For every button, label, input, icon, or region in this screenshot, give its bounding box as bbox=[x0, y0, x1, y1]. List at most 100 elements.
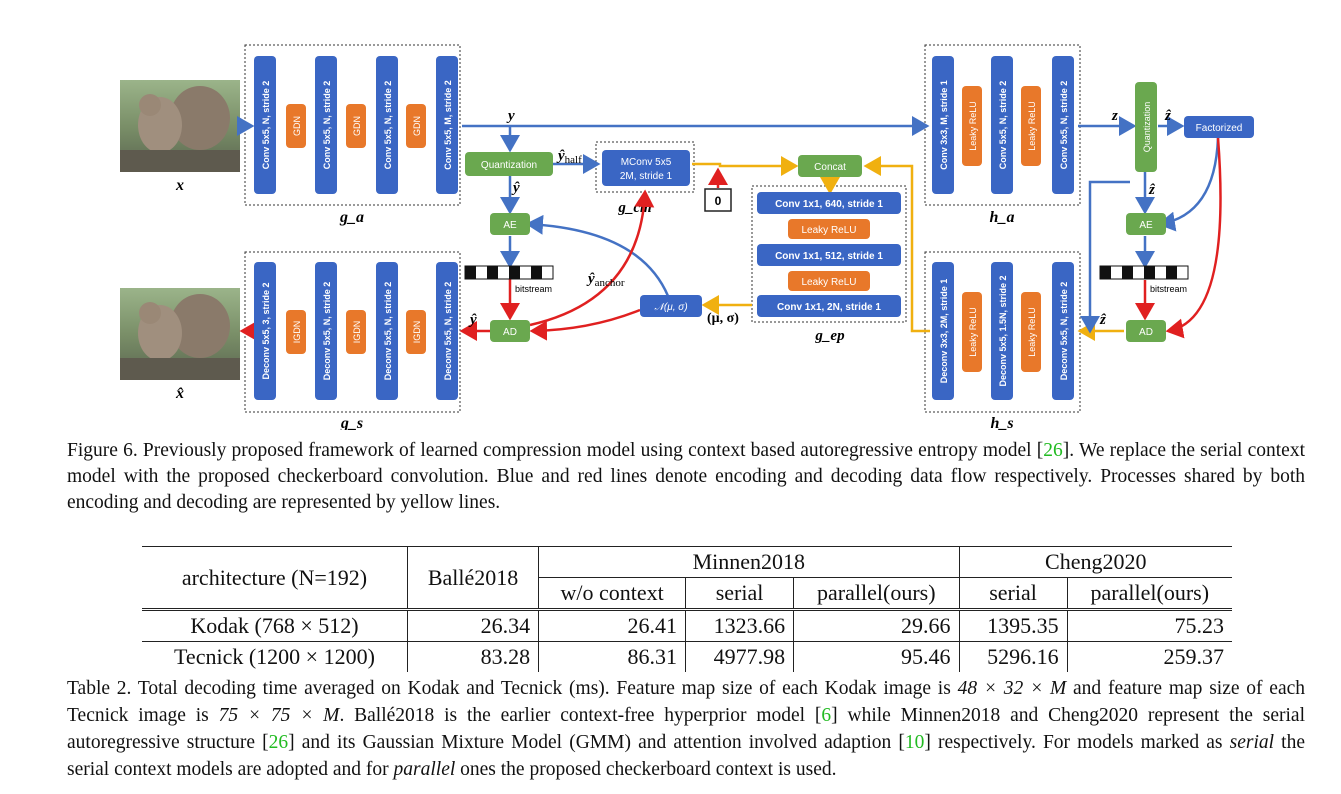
ad-label: AD bbox=[503, 327, 517, 338]
cell: 75.23 bbox=[1174, 613, 1225, 638]
hs-deconv-2-label: Deconv 5x5, 1.5N, stride 2 bbox=[998, 275, 1008, 386]
ga-conv-2-label: Conv 5x5, N, stride 2 bbox=[322, 81, 332, 170]
gep-conv-3-label: Conv 1x1, 2N, stride 1 bbox=[777, 302, 881, 313]
th-sub-4: parallel(ours) bbox=[1090, 580, 1210, 605]
gep-conv-2 bbox=[757, 244, 901, 266]
ga-conv-3 bbox=[376, 56, 398, 194]
th-balle: Ballé2018 bbox=[407, 546, 540, 610]
label-zhat-3: ẑ bbox=[1099, 312, 1107, 328]
gep-lrelu-2-label: Leaky ReLU bbox=[801, 277, 856, 288]
gs-igdn-2-label: IGDN bbox=[352, 321, 362, 344]
bitstream-bar-2 bbox=[1099, 265, 1189, 280]
th-sub-2: parallel(ours) bbox=[793, 577, 960, 610]
hs-lrelu-2 bbox=[1021, 292, 1041, 372]
gep-conv-1-label: Conv 1x1, 640, stride 1 bbox=[775, 199, 883, 210]
concat-label: Concat bbox=[814, 162, 846, 173]
gep-conv-3 bbox=[757, 295, 901, 317]
label-gep: g_ep bbox=[814, 328, 845, 344]
tcap-math-1: 48 × 32 × M bbox=[957, 678, 1067, 699]
ha-conv-3-label: Conv 5x5, N, stride 2 bbox=[1059, 81, 1069, 170]
yanchor-sub: anchor bbox=[595, 277, 625, 289]
tcap-ref-3[interactable]: 10 bbox=[904, 732, 925, 753]
gs-deconv-3-label: Deconv 5x5, N, stride 2 bbox=[383, 282, 393, 381]
hs-lrelu-1-label: Leaky ReLU bbox=[968, 307, 978, 357]
tcap-ref-2[interactable]: 26 bbox=[268, 732, 289, 753]
th-cheng: Cheng2020 bbox=[959, 546, 1232, 578]
tcap-serial: serial bbox=[1229, 732, 1275, 753]
cell: 83.28 bbox=[407, 641, 540, 672]
tcap-p3: . Ballé2018 is the earlier context-free … bbox=[339, 705, 822, 726]
bitstream-bar bbox=[464, 265, 554, 280]
yhalf-sub: half bbox=[565, 154, 582, 166]
ad2-block bbox=[1126, 320, 1166, 342]
cell: 1395.35 bbox=[959, 609, 1068, 642]
zero-box bbox=[704, 188, 732, 212]
ga-gdn-2 bbox=[346, 104, 366, 148]
quantization2-block bbox=[1135, 82, 1157, 172]
yhalf-symbol: ŷ bbox=[556, 148, 565, 164]
caption-text-2: . We replace the serial context model wi… bbox=[67, 440, 1305, 513]
cell: 5296.16 bbox=[959, 641, 1068, 672]
table-row: Kodak (768 × 512) 26.34 26.41 1323.66 29… bbox=[142, 609, 1232, 642]
mconv-block bbox=[602, 150, 690, 186]
ga-conv-1-label: Conv 5x5, N, stride 2 bbox=[261, 81, 271, 170]
tcap-p8: ones the proposed checkerboard context i… bbox=[455, 759, 837, 780]
gep-lrelu-1-label: Leaky ReLU bbox=[801, 225, 856, 236]
gs-deconv-1-label: Deconv 5x5, 3, stride 2 bbox=[261, 282, 271, 379]
ga-conv-3-label: Conv 5x5, N, stride 2 bbox=[383, 81, 393, 170]
label-y: y bbox=[506, 108, 515, 124]
gs-deconv-2-label: Deconv 5x5, N, stride 2 bbox=[322, 282, 332, 381]
yanchor-symbol: ŷ bbox=[586, 271, 595, 287]
hs-deconv-1-label: Deconv 3x3, 2M, stride 1 bbox=[939, 279, 949, 384]
label-ga: g_a bbox=[339, 209, 364, 226]
gs-igdn-3 bbox=[406, 310, 426, 354]
label-gcm: g_cm bbox=[617, 200, 651, 216]
mconv-label-2: 2M, stride 1 bbox=[620, 171, 673, 182]
ad-block bbox=[490, 320, 530, 342]
ga-gdn-2-label: GDN bbox=[352, 116, 362, 136]
cell: 95.46 bbox=[793, 641, 960, 672]
figure-caption: Figure 6. Previously proposed framework … bbox=[67, 440, 1305, 513]
th-sub-1: serial bbox=[685, 577, 795, 610]
ha-lrelu-1-label: Leaky ReLU bbox=[968, 101, 978, 151]
quantization-label: Quantization bbox=[481, 160, 537, 171]
gs-igdn-3-label: IGDN bbox=[412, 321, 422, 344]
tcap-ref-1[interactable]: 6 bbox=[821, 705, 832, 726]
ad2-label: AD bbox=[1139, 327, 1153, 338]
ga-gdn-3-label: GDN bbox=[412, 116, 422, 136]
normal-dist-block bbox=[640, 295, 702, 317]
ae2-block bbox=[1126, 213, 1166, 235]
ga-conv-2 bbox=[315, 56, 337, 194]
label-hs: h_s bbox=[990, 415, 1013, 430]
tcap-math-2: 75 × 75 × M bbox=[218, 705, 340, 726]
gs-igdn-1-label: IGDN bbox=[292, 321, 302, 344]
table-row: Tecnick (1200 × 1200) 83.28 86.31 4977.9… bbox=[142, 641, 1232, 672]
ae-block bbox=[490, 213, 530, 235]
label-ha: h_a bbox=[990, 209, 1015, 226]
ha-lrelu-2 bbox=[1021, 86, 1041, 166]
label-zhat-2: ẑ bbox=[1148, 182, 1156, 198]
ha-conv-3 bbox=[1052, 56, 1074, 194]
cell: 1323.66 bbox=[685, 609, 795, 642]
hs-deconv-2 bbox=[991, 262, 1013, 400]
bitstream-label: bitstream bbox=[515, 284, 552, 294]
caption-lead: Figure 6. bbox=[67, 440, 138, 461]
gs-deconv-3 bbox=[376, 262, 398, 400]
caption-ref[interactable]: 26 bbox=[1043, 440, 1063, 461]
hs-deconv-3 bbox=[1052, 262, 1074, 400]
results-table: architecture (N=192) Ballé2018 Minnen201… bbox=[142, 546, 1232, 672]
ha-conv-2 bbox=[991, 56, 1013, 194]
row-name: Tecnick (1200 × 1200) bbox=[142, 641, 408, 672]
ha-conv-1 bbox=[932, 56, 954, 194]
label-yhalf: ŷhalf bbox=[556, 148, 582, 166]
ga-conv-1 bbox=[254, 56, 276, 194]
tcap-p2: and feature map size of each Tecnick ima… bbox=[67, 678, 1306, 726]
gs-deconv-1 bbox=[254, 262, 276, 400]
ha-lrelu-1 bbox=[962, 86, 982, 166]
ae-label: AE bbox=[503, 220, 517, 231]
cell: 259.37 bbox=[1163, 644, 1225, 669]
ga-conv-4 bbox=[436, 56, 458, 194]
th-sub-0: w/o context bbox=[538, 577, 686, 610]
ha-lrelu-2-label: Leaky ReLU bbox=[1027, 101, 1037, 151]
ha-conv-2-label: Conv 5x5, N, stride 2 bbox=[998, 81, 1008, 170]
